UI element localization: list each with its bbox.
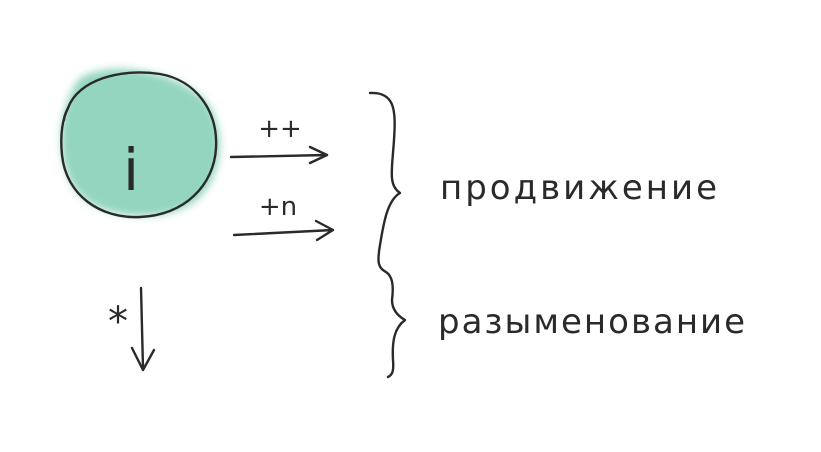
dereference-arrow-head [130,346,156,372]
increment-operation: ++ [229,114,329,165]
dereference-label: * [108,299,128,345]
advancement-group-label: продвижение [440,168,720,208]
iterator-circle [60,71,218,219]
dereference-arrow [139,286,145,370]
advance-arrow [232,228,335,237]
advance-arrow-head [314,219,335,242]
iterator-label: i [123,136,139,204]
increment-arrow-head [308,145,329,165]
dereferencing-group-label: разыменование [438,302,747,342]
advance-label: +n [259,192,297,222]
grouping-brace [368,91,407,379]
iterator-circle-tick [62,106,70,122]
increment-arrow [229,153,329,159]
advance-operation: +n [232,192,335,242]
increment-label: ++ [258,114,302,144]
dereference-operation: * [108,286,156,372]
iterator-wash [61,69,220,217]
iterator-node: i [60,69,220,219]
